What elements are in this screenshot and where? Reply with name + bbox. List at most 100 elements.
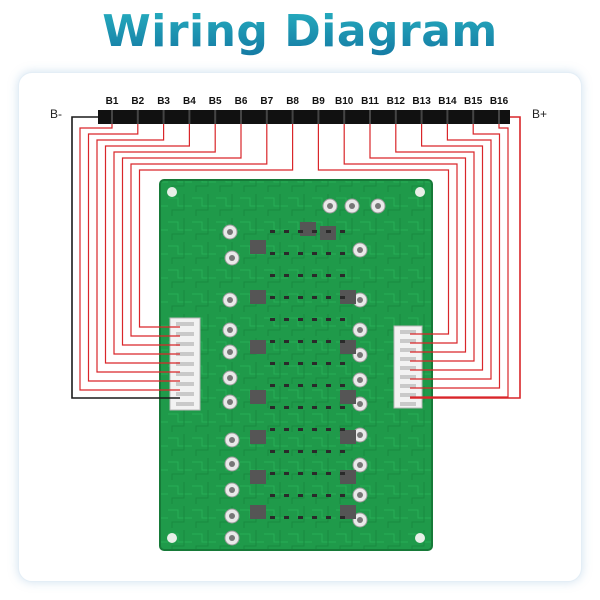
smd-part bbox=[284, 230, 289, 233]
smd-part bbox=[312, 384, 317, 387]
bus-tap-b8 bbox=[291, 110, 294, 124]
smd-part bbox=[312, 450, 317, 453]
smd-part bbox=[298, 472, 303, 475]
wire-harness bbox=[71, 116, 521, 399]
cell-label-b4: B4 bbox=[183, 96, 196, 107]
cell-label-b5: B5 bbox=[209, 96, 222, 107]
wire-b11 bbox=[369, 124, 467, 353]
wire-b10 bbox=[343, 124, 458, 344]
bus-tap-b6 bbox=[240, 110, 242, 124]
smd-part bbox=[270, 340, 275, 343]
capacitor-core bbox=[227, 297, 233, 303]
ic-chip bbox=[250, 240, 266, 254]
smd-part bbox=[284, 494, 289, 497]
right-pin bbox=[400, 357, 416, 361]
ic-chip bbox=[340, 340, 356, 354]
capacitor-core bbox=[357, 297, 363, 303]
wire-b4 bbox=[104, 124, 190, 364]
smd-part bbox=[298, 406, 303, 409]
smd-part bbox=[326, 230, 331, 233]
smd-part bbox=[298, 318, 303, 321]
capacitor-core bbox=[375, 203, 381, 209]
capacitor-core bbox=[357, 352, 363, 358]
bus-tap-b11 bbox=[369, 110, 371, 124]
smd-part bbox=[340, 516, 345, 519]
capacitor-core bbox=[229, 255, 235, 261]
smd-part bbox=[340, 340, 345, 343]
smd-part bbox=[270, 428, 275, 431]
cell-label-b1: B1 bbox=[106, 96, 119, 107]
smd-part bbox=[298, 274, 303, 277]
smd-part bbox=[284, 516, 289, 519]
capacitor-core bbox=[357, 327, 363, 333]
capacitor-core bbox=[229, 437, 235, 443]
cell-label-b2: B2 bbox=[131, 96, 144, 107]
smd-part bbox=[326, 384, 331, 387]
left-connector bbox=[169, 317, 201, 411]
capacitor-core bbox=[229, 513, 235, 519]
cell-label-b6: B6 bbox=[235, 96, 248, 107]
smd-part bbox=[270, 252, 275, 255]
smd-part bbox=[312, 362, 317, 365]
capacitor-core bbox=[229, 535, 235, 541]
bus-tap-b16 bbox=[498, 110, 500, 124]
ic-chip bbox=[300, 222, 316, 236]
smd-part bbox=[298, 450, 303, 453]
ic-chip bbox=[340, 290, 356, 304]
smd-part bbox=[298, 296, 303, 299]
wire-b9 bbox=[317, 124, 450, 335]
capacitor-core bbox=[357, 247, 363, 253]
ic-chip bbox=[250, 430, 266, 444]
smd-part bbox=[270, 296, 275, 299]
cell-label-b15: B15 bbox=[464, 96, 483, 107]
cell-label-b13: B13 bbox=[412, 96, 431, 107]
wire-b13 bbox=[410, 124, 484, 371]
smd-part bbox=[270, 318, 275, 321]
smd-part bbox=[284, 340, 289, 343]
battery-bus bbox=[98, 110, 510, 124]
bus-tap-b9 bbox=[317, 110, 320, 124]
smd-part bbox=[340, 494, 345, 497]
wire-b3 bbox=[96, 124, 180, 373]
smd-part bbox=[326, 516, 331, 519]
terminal-positive-label: B+ bbox=[532, 107, 547, 121]
right-pin bbox=[400, 393, 416, 397]
smd-part bbox=[340, 406, 345, 409]
capacitor-core bbox=[227, 349, 233, 355]
smd-part bbox=[298, 384, 303, 387]
smd-part bbox=[298, 230, 303, 233]
smd-part bbox=[326, 274, 331, 277]
cell-label-b16: B16 bbox=[490, 96, 509, 107]
wire-b15 bbox=[410, 124, 501, 389]
left-pin bbox=[176, 352, 194, 356]
wire-b8 bbox=[138, 124, 294, 328]
left-pin bbox=[176, 382, 194, 386]
smd-part bbox=[340, 252, 345, 255]
cell-label-b10: B10 bbox=[335, 96, 354, 107]
wire-b6 bbox=[121, 124, 242, 346]
capacitor-core bbox=[327, 203, 333, 209]
smd-part bbox=[270, 274, 275, 277]
right-pin bbox=[400, 402, 416, 406]
right-pin bbox=[400, 348, 416, 352]
smd-part bbox=[340, 384, 345, 387]
bus-tap-b13 bbox=[420, 110, 423, 124]
smd-part bbox=[340, 362, 345, 365]
smd-part bbox=[312, 516, 317, 519]
capacitor-core bbox=[357, 432, 363, 438]
smd-part bbox=[284, 252, 289, 255]
ic-chip bbox=[250, 340, 266, 354]
wire-b5 bbox=[113, 124, 216, 355]
smd-part bbox=[312, 230, 317, 233]
cell-label-b7: B7 bbox=[260, 96, 273, 107]
smd-part bbox=[326, 494, 331, 497]
smd-part bbox=[284, 472, 289, 475]
smd-part bbox=[284, 450, 289, 453]
bus-tap-b1 bbox=[111, 110, 113, 124]
smd-part bbox=[284, 296, 289, 299]
smd-part bbox=[312, 318, 317, 321]
bus-tap-b4 bbox=[188, 110, 191, 124]
smd-part bbox=[270, 362, 275, 365]
wire-b2 bbox=[87, 124, 180, 382]
terminal-negative-label: B- bbox=[50, 107, 62, 121]
